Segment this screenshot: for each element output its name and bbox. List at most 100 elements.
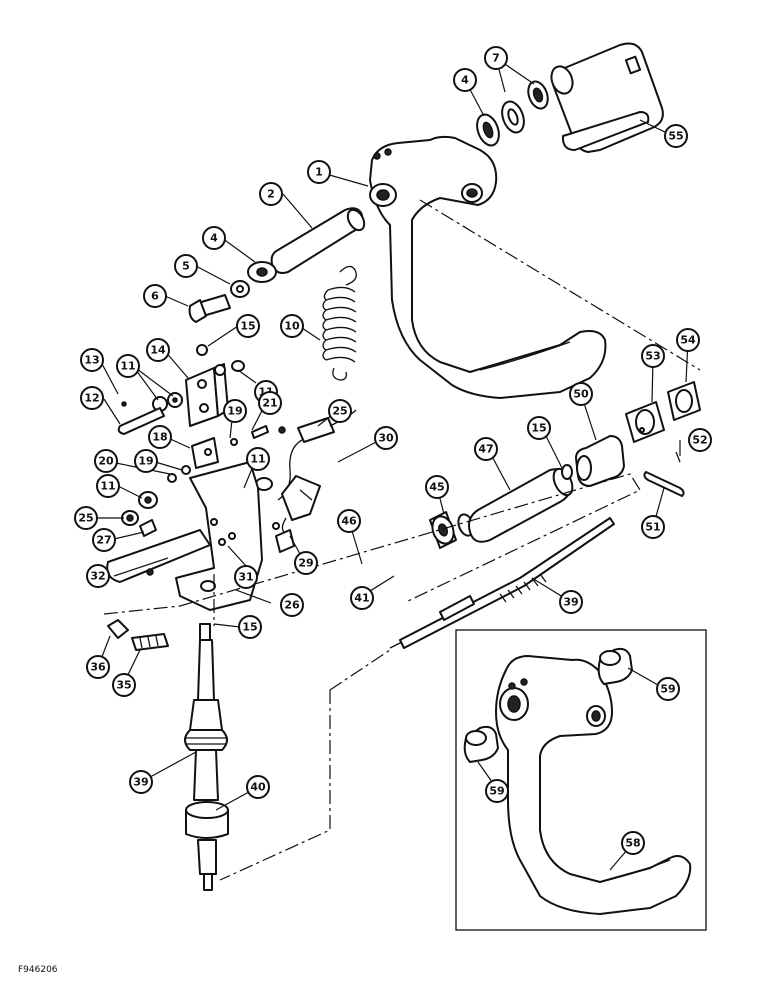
callout: 4	[202, 226, 226, 250]
callout-label: 13	[84, 354, 99, 367]
callout: 21	[258, 391, 282, 415]
callout: 39	[559, 590, 583, 614]
callout-label: 14	[150, 344, 166, 357]
callout: 6	[143, 284, 167, 308]
long-rod-part-39	[389, 517, 615, 649]
callout-label: 59	[489, 785, 504, 798]
callout-label: 27	[96, 534, 111, 547]
callout-label: 53	[645, 350, 660, 363]
callout: 51	[641, 515, 665, 539]
callout-label: 11	[100, 480, 115, 493]
callout: 19	[134, 449, 158, 473]
switch-part-29	[272, 475, 321, 553]
callout: 47	[474, 437, 498, 461]
callout-label: 11	[250, 453, 265, 466]
callout-label: 30	[378, 432, 394, 445]
callout: 7	[484, 46, 508, 70]
shaft-parts-45-47	[429, 464, 574, 549]
callout-label: 51	[645, 521, 660, 534]
callout: 59	[656, 677, 680, 701]
callout-label: 26	[284, 599, 300, 612]
callout-label: 39	[133, 776, 148, 789]
callout-label: 12	[84, 392, 99, 405]
callout-label: 1	[315, 166, 323, 179]
callout-label: 21	[262, 397, 277, 410]
callout: 14	[146, 338, 170, 362]
callout-label: 40	[250, 781, 266, 794]
callout: 59	[485, 779, 509, 803]
callout: 58	[621, 831, 645, 855]
washer-bolt-parts-4-5-6	[188, 261, 277, 323]
callout-label: 15	[531, 422, 546, 435]
callout-label: 50	[573, 388, 589, 401]
callout: 18	[148, 425, 172, 449]
callout-label: 5	[182, 260, 190, 273]
callout: 27	[92, 528, 116, 552]
callout: 52	[688, 428, 712, 452]
callout-label: 36	[90, 661, 106, 674]
callout-label: 52	[692, 434, 707, 447]
callout: 15	[238, 615, 262, 639]
callout: 20	[94, 449, 118, 473]
callout-label: 15	[242, 621, 257, 634]
mounting-bracket-part-26	[106, 461, 263, 611]
callout-label: 55	[668, 130, 683, 143]
callout: 5	[174, 254, 198, 278]
callout: 11	[116, 354, 140, 378]
callout-label: 19	[138, 455, 153, 468]
callout-label: 54	[680, 334, 696, 347]
callout: 1	[307, 160, 331, 184]
callout: 50	[569, 382, 593, 406]
pins-parts-51-52	[643, 451, 685, 497]
callout-label: 4	[461, 74, 469, 87]
callout-label: 31	[238, 571, 253, 584]
callout: 29	[294, 551, 318, 575]
callout: 11	[96, 474, 120, 498]
callout: 46	[337, 509, 361, 533]
callout: 19	[223, 399, 247, 423]
callout-label: 25	[332, 405, 347, 418]
callout-label: 15	[240, 320, 255, 333]
callout-label: 25	[78, 512, 93, 525]
callout: 53	[641, 344, 665, 368]
callout-label: 11	[120, 360, 135, 373]
callout: 39	[129, 770, 153, 794]
callout-label: 35	[116, 679, 131, 692]
callout: 15	[527, 416, 551, 440]
inset-frame	[455, 629, 707, 931]
callout: 40	[246, 775, 270, 799]
callout-label: 6	[151, 290, 159, 303]
bolt-nut-parts-35-36	[107, 619, 169, 651]
callout: 25	[74, 506, 98, 530]
callout: 45	[425, 475, 449, 499]
callout: 2	[259, 182, 283, 206]
callout: 26	[280, 593, 304, 617]
callout-label: 19	[227, 405, 242, 418]
figure-id: F946206	[18, 965, 58, 975]
callout-label: 32	[90, 570, 105, 583]
callout-label: 29	[298, 557, 313, 570]
callout-label: 7	[492, 52, 500, 65]
callout: 55	[664, 124, 688, 148]
callout-label: 10	[284, 320, 300, 333]
alignment-line-2	[329, 649, 391, 691]
callout-label: 47	[478, 443, 493, 456]
callout-label: 45	[429, 481, 444, 494]
callout-label: 41	[354, 592, 369, 605]
callout: 36	[86, 655, 110, 679]
washers-part-7-4	[476, 80, 549, 147]
callout-label: 58	[625, 837, 640, 850]
callout-label: 18	[152, 431, 167, 444]
inset-bushings-part-59	[463, 647, 633, 763]
bushing-part-2	[270, 207, 366, 274]
callout-label: 2	[267, 188, 275, 201]
callout: 11	[246, 447, 270, 471]
callout: 10	[280, 314, 304, 338]
callout: 13	[80, 348, 104, 372]
alignment-line-3	[219, 690, 331, 881]
flanges-parts-53-54	[625, 381, 701, 443]
callout-label: 20	[98, 455, 114, 468]
callout: 25	[328, 399, 352, 423]
callout: 35	[112, 673, 136, 697]
